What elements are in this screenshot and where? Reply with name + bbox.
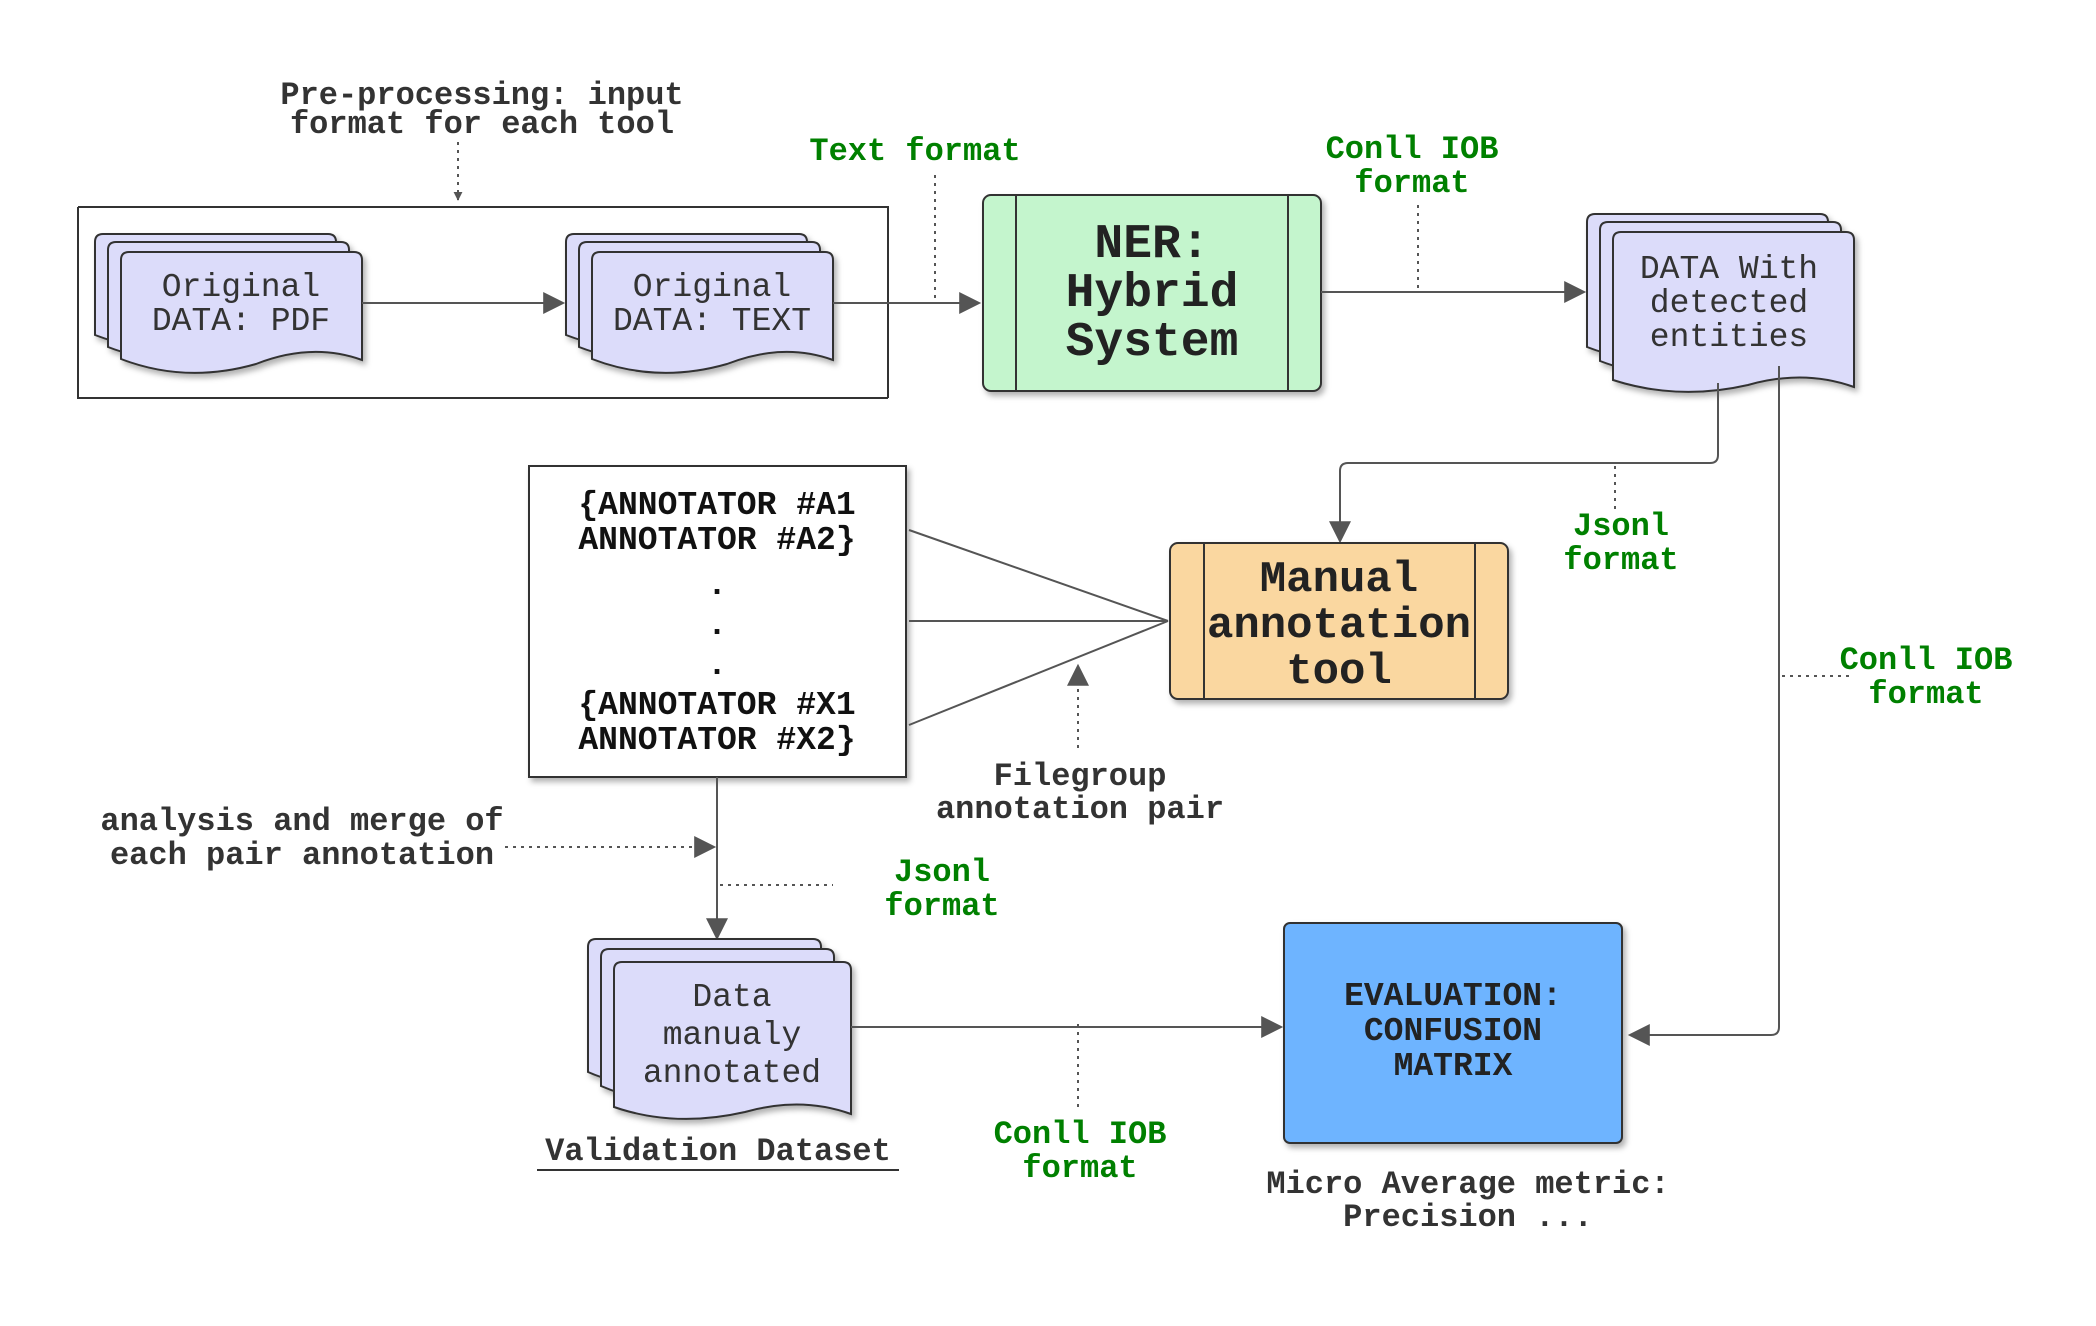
filegroup-line2: annotation pair [936, 791, 1224, 828]
ner-line3: System [1066, 316, 1239, 370]
conll-right-line2: format [1868, 676, 1983, 713]
detected-to-evaluation-arrow [1627, 366, 1780, 1046]
manual-annotation-tool-process [1169, 542, 1509, 700]
original-pdf-document [94, 233, 363, 374]
ner-line2: Hybrid [1066, 267, 1239, 321]
preprocessing-note: Pre-processing: input format for each to… [280, 77, 683, 143]
manual-tool-line2: annotation [1207, 601, 1471, 651]
jsonl-low-line2: format [884, 888, 999, 925]
ellipsis-dot-3: . [707, 647, 727, 684]
validation-dataset-label: Validation Dataset [545, 1133, 891, 1170]
conll-bottom-line2: format [1022, 1150, 1137, 1187]
fan-line-top [908, 529, 1169, 622]
preprocessing-frame [77, 206, 889, 399]
annotator-a1: {ANNOTATOR #A1 [578, 487, 855, 524]
detected-line1: DATA With [1640, 251, 1818, 288]
pdf-doc-line2: DATA: PDF [152, 303, 330, 340]
annotators-box [528, 465, 907, 778]
analysis-line2: each pair annotation [110, 837, 494, 874]
ner-line1: NER: [1094, 218, 1209, 272]
text-doc-line2: DATA: TEXT [613, 303, 811, 340]
annotator-x1: {ANNOTATOR #X1 [578, 687, 855, 724]
manual-doc-line2: manualy [663, 1017, 802, 1054]
conll-top-line1: Conll IOB [1326, 131, 1499, 168]
conll-top-line2: format [1354, 165, 1469, 202]
manual-tool-line1: Manual [1260, 555, 1418, 605]
evaluation-line3: MATRIX [1394, 1048, 1513, 1085]
annotator-a2: ANNOTATOR #A2} [578, 522, 855, 559]
evaluation-line2: CONFUSION [1364, 1013, 1542, 1050]
manual-annotated-document [587, 938, 852, 1120]
detected-line3: entities [1650, 319, 1808, 356]
evaluation-line1: EVALUATION: [1344, 978, 1562, 1015]
fan-line-bottom [908, 620, 1169, 726]
jsonl-low-line1: Jsonl [894, 854, 990, 891]
manual-tool-line3: tool [1286, 647, 1392, 697]
detected-line2: detected [1650, 285, 1808, 322]
jsonl-mid-line1: Jsonl [1573, 508, 1669, 545]
svg-text:Pre-processing: input: Pre-processing: input [280, 77, 683, 114]
conll-right-line1: Conll IOB [1840, 642, 2013, 679]
ellipsis-dot-1: . [707, 567, 727, 604]
svg-text:format for each tool: format for each tool [290, 106, 674, 143]
detected-entities-document [1586, 213, 1855, 393]
text-format-label: Text format [809, 133, 1020, 170]
filegroup-line1: Filegroup [994, 758, 1167, 795]
original-text-document [565, 233, 834, 374]
micro-average-line1: Micro Average metric: [1266, 1166, 1669, 1203]
text-doc-line1: Original [633, 269, 791, 306]
conll-bottom-line1: Conll IOB [994, 1116, 1167, 1153]
manual-doc-line3: annotated [643, 1055, 821, 1092]
micro-average-line2: Precision ... [1343, 1199, 1593, 1236]
detected-to-manual-arrow [1329, 383, 1719, 544]
analysis-line1: analysis and merge of [100, 803, 503, 840]
evaluation-process [1283, 922, 1623, 1144]
jsonl-mid-line2: format [1563, 542, 1678, 579]
manual-doc-line1: Data [692, 979, 771, 1016]
ellipsis-dot-2: . [707, 607, 727, 644]
pdf-doc-line1: Original [162, 269, 320, 306]
annotator-x2: ANNOTATOR #X2} [578, 722, 855, 759]
